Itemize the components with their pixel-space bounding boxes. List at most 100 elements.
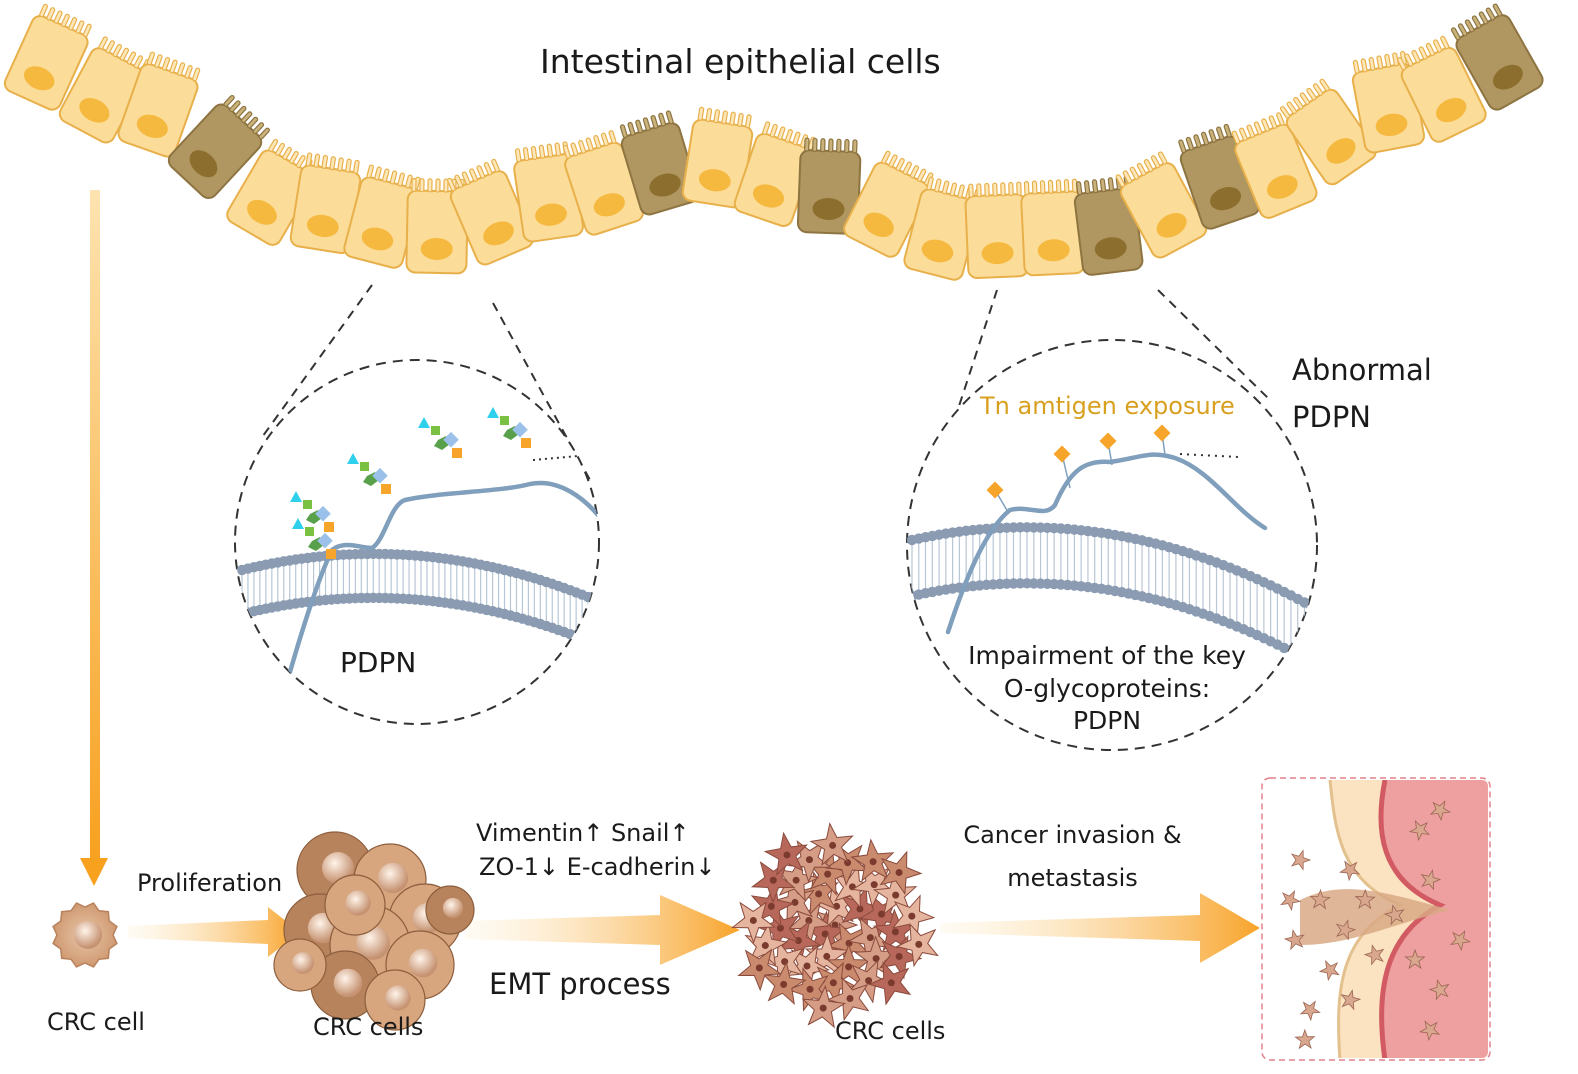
abnormal-label-line1: Abnormal xyxy=(1292,353,1432,387)
invasion-label-line2: metastasis xyxy=(1007,864,1138,892)
cell-nucleus xyxy=(535,203,567,226)
cell-nucleus xyxy=(921,239,954,263)
cell-nucleus xyxy=(824,870,832,878)
cell-nucleus xyxy=(698,169,731,192)
invading-cell xyxy=(1418,1020,1441,1042)
invading-cell xyxy=(1309,888,1331,910)
tn-antigen xyxy=(986,481,1009,513)
cell-nucleus xyxy=(783,851,791,859)
lipid-head xyxy=(588,638,599,649)
proliferation-label: Proliferation xyxy=(137,869,283,897)
cell-nucleus xyxy=(1436,97,1467,123)
invading-cell xyxy=(1335,919,1357,941)
cell-nucleus xyxy=(829,841,837,849)
cell-nucleus xyxy=(895,868,903,876)
abnormal-pdpn-zoom-circle xyxy=(906,339,1318,751)
cell-nucleus xyxy=(761,942,769,950)
goblet-cell xyxy=(167,94,270,199)
goblet-cell xyxy=(1073,175,1144,276)
abnormal-label-line2: PDPN xyxy=(1292,400,1371,434)
epithelial-cell xyxy=(903,176,981,281)
cell-nucleus xyxy=(593,193,625,217)
goblet-cell xyxy=(796,137,862,235)
cell-nucleus xyxy=(891,928,899,936)
cell-nucleus xyxy=(420,237,453,260)
cell-nucleus xyxy=(189,150,218,178)
invading-cell xyxy=(1318,959,1340,982)
cell-nucleus xyxy=(805,856,813,864)
impairment-caption-line1: Impairment of the key xyxy=(968,641,1246,670)
cell-nucleus xyxy=(872,955,880,963)
cell-nucleus xyxy=(856,905,864,913)
lipid-head xyxy=(594,640,599,652)
invading-cell xyxy=(1408,820,1431,842)
epithelial-cell xyxy=(1397,35,1487,143)
page-title: Intestinal epithelial cells xyxy=(540,42,941,81)
invading-cells xyxy=(1280,800,1471,1050)
cell-nucleus xyxy=(865,977,873,985)
cell-nucleus xyxy=(752,184,785,208)
crc-single-cell xyxy=(52,902,118,968)
cell-nucleus xyxy=(1492,64,1523,90)
impairment-caption-line3: PDPN xyxy=(1072,706,1142,735)
intestinal-epithelium xyxy=(3,3,1544,281)
lipid-head xyxy=(582,635,594,647)
cell-nucleus xyxy=(887,979,895,987)
cell-nucleus xyxy=(649,173,681,197)
cell-nucleus xyxy=(819,1004,827,1012)
cell-nucleus xyxy=(769,876,777,884)
cell-nucleus xyxy=(1266,175,1298,199)
crc-cell-cluster xyxy=(273,831,475,1031)
cell-nucleus xyxy=(829,979,837,987)
lipid-head xyxy=(1312,660,1317,672)
cell-nucleus xyxy=(306,214,339,238)
cell-nucleus xyxy=(776,924,784,932)
cell-nucleus xyxy=(803,962,811,970)
cell-nucleus xyxy=(1094,237,1127,260)
cell-nucleus xyxy=(878,910,886,918)
cell-nucleus xyxy=(791,898,799,906)
crc-cell xyxy=(324,874,386,936)
cell-nucleus xyxy=(869,858,877,866)
epithelial-cell xyxy=(117,51,201,158)
epithelial-cell xyxy=(447,158,534,266)
pdpn-protein-chain xyxy=(287,480,599,675)
cell-nucleus xyxy=(806,985,814,993)
lipid-head xyxy=(1306,601,1317,612)
invading-cell xyxy=(1363,944,1385,966)
vertical-progression-arrow xyxy=(80,190,108,886)
normal-pdpn-zoom-circle xyxy=(234,359,600,725)
cell-nucleus xyxy=(866,934,874,942)
lipid-head xyxy=(570,631,582,642)
invading-cell xyxy=(1340,989,1362,1011)
invading-cell xyxy=(1294,1028,1316,1050)
cell-nucleus xyxy=(361,227,394,251)
cell-nucleus xyxy=(780,980,788,988)
lipid-head xyxy=(1306,657,1317,668)
epithelial-cell xyxy=(562,130,644,236)
invading-cell xyxy=(1280,890,1302,912)
horizontal-progression-arrows xyxy=(128,893,1260,965)
invading-cell xyxy=(1283,928,1305,951)
crc-cell-label: CRC cell xyxy=(47,1008,145,1036)
crc-cell xyxy=(425,885,475,935)
cell-nucleus xyxy=(792,876,800,884)
lipid-head xyxy=(1312,604,1317,616)
epithelial-cell xyxy=(1231,112,1318,219)
invading-cell xyxy=(1429,800,1452,822)
cell-nucleus xyxy=(815,890,823,898)
cell-nucleus xyxy=(1037,239,1070,262)
crc-mesenchymal-cells xyxy=(731,822,939,1029)
emt-process-label: EMT process xyxy=(489,967,671,1001)
cell-nucleus xyxy=(823,952,831,960)
cell-nucleus xyxy=(915,940,923,948)
crc-cells-label-1: CRC cells xyxy=(313,1013,424,1041)
tumor-invasion-front xyxy=(1300,889,1450,945)
crc-cells-label-2: CRC cells xyxy=(835,1017,946,1045)
cell-nucleus xyxy=(981,242,1014,265)
invading-cell xyxy=(1290,849,1312,871)
lipid-head xyxy=(236,608,248,620)
cell-membrane-bilayer xyxy=(236,548,599,652)
